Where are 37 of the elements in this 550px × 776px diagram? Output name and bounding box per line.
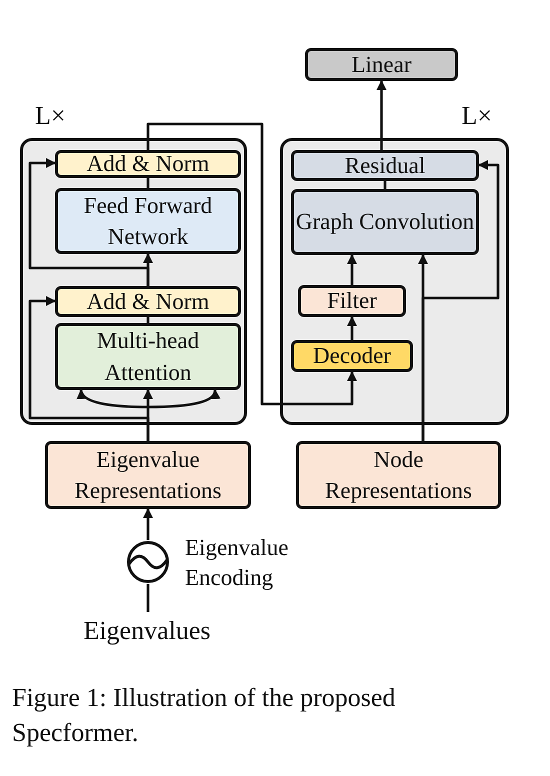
arrow [28, 296, 150, 441]
arrow [78, 389, 148, 408]
input-box [298, 285, 406, 317]
layer-box [305, 48, 458, 81]
node-label: Residual [344, 152, 426, 180]
arrow [422, 160, 500, 441]
arrow [347, 316, 357, 340]
layer-box [55, 150, 241, 178]
layer-box [291, 150, 479, 181]
repeat-label: L× [461, 101, 492, 131]
node-label: Eigenvalues [83, 615, 211, 648]
layer-box [55, 286, 241, 317]
input-box [296, 441, 501, 509]
layer-box [55, 323, 241, 390]
node-label: Graph Convolution [296, 208, 474, 236]
arrow [347, 254, 357, 285]
encoding-label: Eigenvalue Encoding [185, 534, 290, 592]
arrow [376, 80, 386, 150]
node-label: Eigenvalue Representations [74, 446, 222, 505]
arrow [148, 389, 219, 408]
layer-box [291, 340, 413, 372]
node-label: Decoder [313, 342, 391, 370]
layer-box [55, 188, 241, 254]
node-label: Add & Norm [86, 150, 210, 178]
node-label: Filter [327, 287, 377, 316]
figure-caption: Figure 1: Illustration of the proposed Specformer. [12, 682, 396, 750]
node-label: Node Representations [324, 446, 473, 505]
arrow [143, 508, 153, 540]
input-box [45, 441, 251, 509]
arrow [28, 158, 150, 286]
node-label: Add & Norm [86, 288, 210, 316]
node-label: Multi-head Attention [96, 327, 200, 386]
arrow [146, 122, 357, 406]
node-label: Feed Forward Network [82, 192, 214, 251]
node-label: Linear [351, 50, 412, 79]
repeat-label: L× [35, 101, 66, 131]
layer-box [291, 189, 479, 255]
